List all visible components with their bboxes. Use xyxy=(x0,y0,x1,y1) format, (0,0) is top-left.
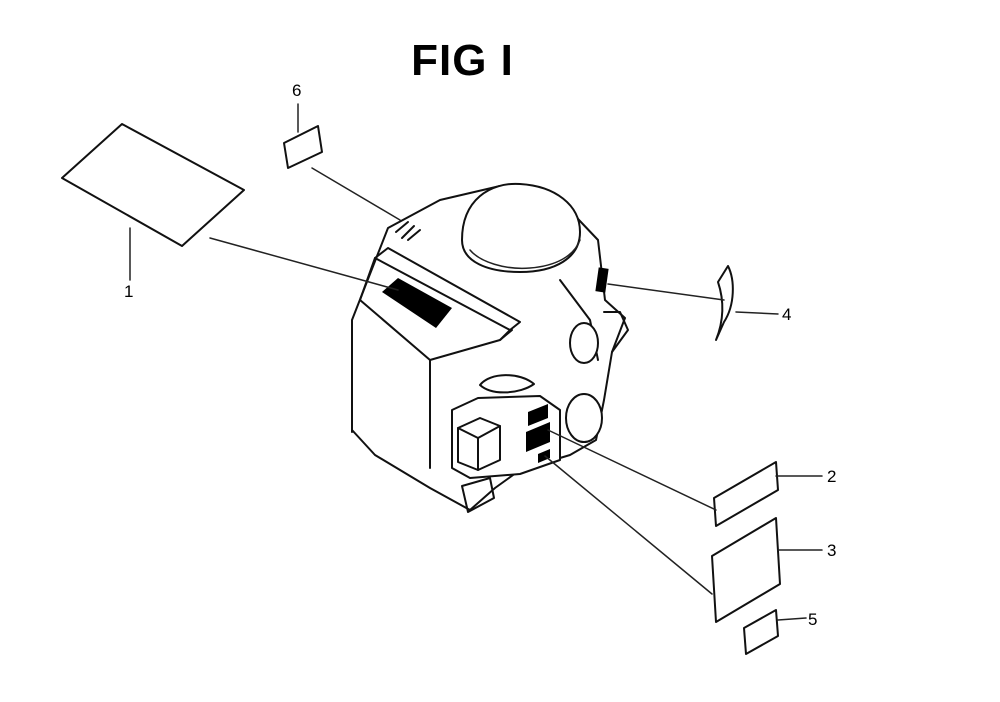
callout-6: 6 xyxy=(292,81,301,100)
engine-illustration xyxy=(351,182,629,513)
engine-knob-upper xyxy=(569,322,599,364)
callout-2: 2 xyxy=(827,467,836,486)
figure-title: FIG I xyxy=(411,36,514,85)
label-4-shape xyxy=(715,265,734,341)
label-1-shape xyxy=(61,123,245,247)
engine-knob-lower xyxy=(565,393,603,443)
callout-4: 4 xyxy=(782,305,791,324)
callout-1: 1 xyxy=(124,282,133,301)
decal-target-2 xyxy=(528,404,548,426)
label-6-shape xyxy=(283,125,323,169)
decal-target-3 xyxy=(526,422,550,452)
callout-5: 5 xyxy=(808,610,817,629)
decal-target-5 xyxy=(538,449,550,463)
label-5-shape xyxy=(743,609,779,655)
callout-3: 3 xyxy=(827,541,836,560)
decal-target-4 xyxy=(595,267,609,293)
air-filter-dome xyxy=(461,182,581,273)
label-3-shape xyxy=(711,517,781,623)
label-2-shape xyxy=(713,461,779,527)
decal-target-1 xyxy=(382,278,452,328)
leader-lines xyxy=(129,103,823,621)
